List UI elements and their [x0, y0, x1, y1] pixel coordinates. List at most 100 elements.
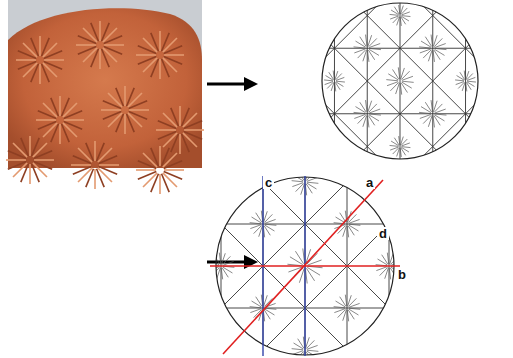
burst-ray [349, 308, 360, 309]
carved-groove [104, 36, 122, 44]
point-label: d [377, 227, 389, 240]
burst-ray [349, 225, 359, 231]
burst-ray [250, 225, 261, 229]
burst-ray [368, 115, 374, 125]
burst-ray [265, 308, 276, 309]
burst-ray [369, 44, 380, 48]
burst-ray [388, 74, 398, 80]
burst-ray [264, 226, 270, 236]
carved-groove [97, 169, 105, 187]
burst-ray [336, 301, 346, 307]
burst-ray [295, 251, 303, 264]
grid-lines [244, 0, 513, 335]
burst-ray [334, 307, 345, 308]
carved-groove [164, 161, 182, 169]
burst-ray [366, 100, 367, 112]
burst-ray [336, 77, 344, 80]
carved-groove [32, 164, 40, 182]
burst-ray [421, 107, 431, 113]
burst-ray [378, 259, 388, 265]
burst-ray [292, 181, 303, 182]
carved-groove [78, 47, 96, 55]
grid-lines [127, 0, 483, 358]
burst-ray [223, 261, 234, 265]
carved-groove [104, 44, 124, 46]
carved-groove [91, 23, 99, 41]
burst-ray [307, 182, 318, 183]
carved-groove [76, 44, 96, 46]
burst-ray [421, 41, 431, 47]
carved-groove [136, 169, 156, 171]
burst-ray [393, 69, 399, 79]
burst-ray [400, 148, 401, 157]
burst-ray [354, 49, 365, 53]
burst-ray [369, 49, 379, 55]
burst-ray [340, 297, 346, 307]
burst-ray [425, 37, 431, 47]
burst-ray [387, 253, 388, 264]
carved-groove [164, 169, 184, 171]
burst-ray [400, 83, 401, 95]
carved-groove [127, 114, 135, 132]
burst-ray [367, 50, 368, 62]
carved-groove [159, 31, 161, 51]
burst-ray [455, 79, 464, 81]
burst-ray [435, 114, 447, 115]
carved-groove [51, 98, 59, 116]
burst-ray [348, 226, 354, 236]
carved-groove [38, 122, 56, 130]
carved-groove [129, 101, 147, 109]
burst-ray [333, 71, 334, 80]
burst-ray [400, 17, 401, 26]
point-label: a [364, 176, 375, 189]
carved-groove [31, 38, 39, 56]
burst-ray [456, 82, 464, 85]
carved-groove [102, 49, 110, 67]
carved-groove [158, 132, 176, 140]
burst-ray [356, 41, 366, 47]
carved-groove [99, 49, 101, 69]
carved-groove [184, 121, 202, 129]
burst-ray [326, 76, 334, 81]
carved-groove [94, 141, 96, 161]
mirror-line [223, 180, 383, 354]
burst-ray [208, 267, 219, 271]
burst-ray [306, 184, 312, 194]
carved-groove [151, 33, 159, 51]
burst-ray [256, 297, 262, 307]
burst-ray [390, 14, 399, 16]
burst-ray [347, 310, 348, 321]
burst-ray [336, 81, 345, 83]
carved-groove [138, 57, 156, 65]
carved-groove [44, 51, 62, 59]
grid-line [400, 3, 401, 159]
burst-ray [345, 295, 346, 306]
burst-ray [307, 253, 317, 264]
process-arrow [207, 77, 258, 91]
burst-ray [433, 116, 434, 128]
burst-ray [307, 183, 317, 189]
burst-ray [467, 81, 476, 83]
carved-groove [29, 164, 31, 184]
carved-groove [34, 151, 52, 159]
carved-groove [94, 169, 96, 189]
carved-groove [71, 164, 91, 166]
carved-groove [6, 159, 26, 161]
burst-ray [256, 213, 262, 223]
burst-ray [265, 224, 276, 225]
carved-groove [21, 138, 29, 156]
burst-ray [250, 307, 261, 308]
burst-ray [382, 255, 388, 265]
burst-ray [386, 80, 398, 81]
burst-ray [401, 143, 409, 146]
burst-ray [210, 259, 220, 265]
burst-ray [360, 37, 366, 47]
carved-groove [39, 64, 41, 84]
carved-groove [36, 119, 56, 121]
grid-line [244, 0, 513, 204]
grid-line [127, 46, 483, 358]
burst-ray [292, 349, 303, 350]
burst-ray [354, 112, 366, 113]
